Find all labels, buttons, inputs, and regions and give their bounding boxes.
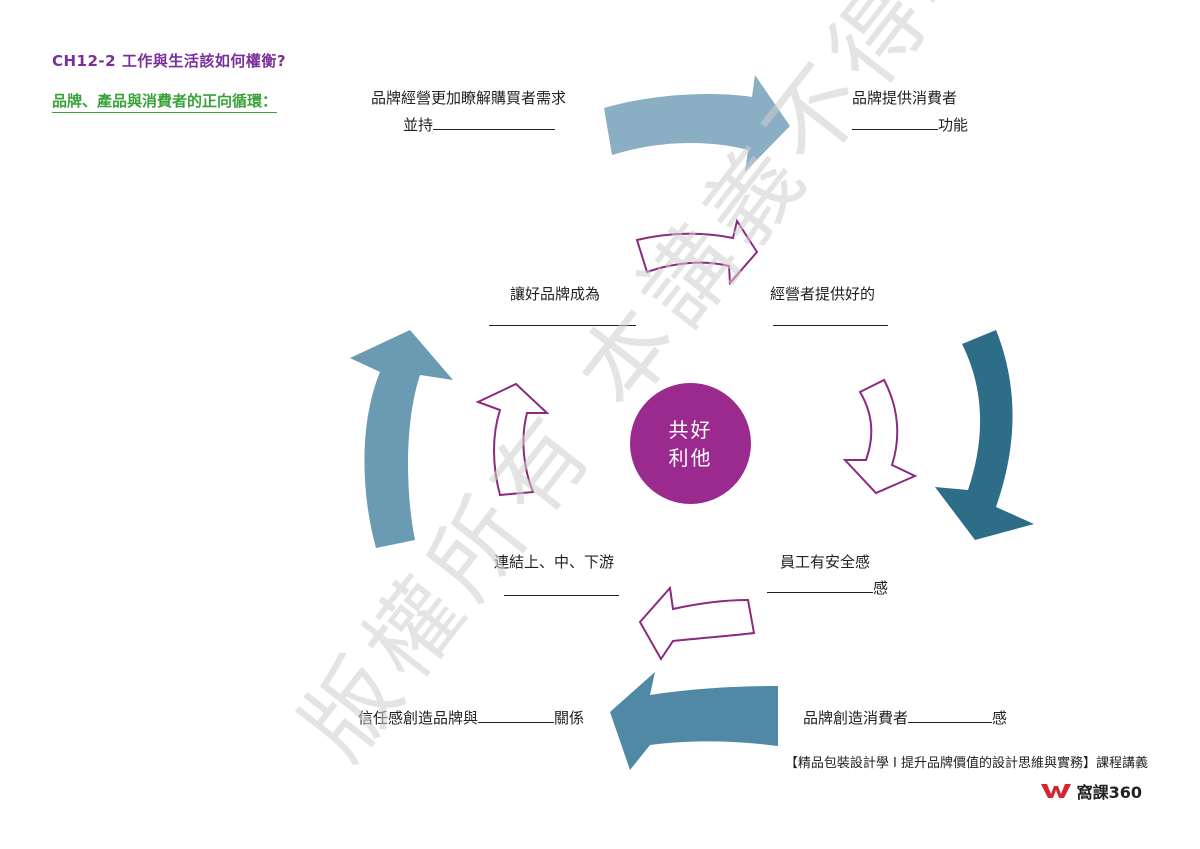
label-bottom-left-wrap: 信任感創造品牌與 關係 [358,707,584,728]
label-top-left-1: 品牌經營更加瞭解購買者需求 [371,89,567,107]
blank-line [433,115,556,130]
outer-arrow-top [604,75,790,172]
label-bottom-right-suffix: 感 [992,709,1008,727]
inner-arrow-right [842,378,918,495]
center-line-1: 共好 [668,417,713,442]
brand-name: 窩課360 [1076,783,1142,802]
label-top-right-2: 功能 [938,116,969,134]
label-top-left-2: 並持 [403,116,434,134]
chapter-title: CH12-2 工作與生活該如何權衡? [52,52,287,70]
label-inner-lower-right-suffix: 感 [873,579,889,597]
brand-logo: 窩課360 [1040,779,1142,803]
inner-arrow-left [475,382,550,497]
section-subtitle: 品牌、產品與消費者的正向循環： [52,90,278,113]
blank-line [908,708,993,723]
center-circle: 共好 利他 [630,383,751,504]
label-inner-upper-right: 經營者提供好的 [770,285,876,303]
blank-line-inner-upper-right [773,325,888,326]
label-top-right-2-wrap: 功能 [852,114,968,135]
label-top-left-2-wrap: 並持 [403,114,556,135]
inner-arrow-bottom [638,585,756,661]
blank-line-inner-upper-left [489,325,636,326]
w-logo-icon [1040,784,1071,798]
blank-line-inner-lower-left [504,595,619,596]
outer-arrow-right [935,330,1034,540]
label-bottom-right-wrap: 品牌創造消費者 感 [803,707,1007,728]
course-footer: 【精品包裝設計學 I 提升品牌價值的設計思維與實務】課程講義 [784,756,1148,771]
outer-arrow-bottom [610,672,778,770]
blank-line [852,115,938,130]
label-inner-lower-left: 連結上、中、下游 [494,553,615,571]
label-inner-lower-right-1: 員工有安全感 [780,553,871,571]
label-bottom-left-suffix: 關係 [554,709,585,727]
blank-line [478,708,555,723]
outer-arrow-left [350,330,453,548]
label-inner-lower-right-2-wrap: 感 [767,577,888,598]
label-bottom-right: 品牌創造消費者 [803,709,909,727]
label-inner-upper-left: 讓好品牌成為 [510,285,601,303]
blank-line [767,578,873,593]
label-top-right-1: 品牌提供消費者 [852,89,958,107]
label-bottom-left: 信任感創造品牌與 [358,709,479,727]
center-line-2: 利他 [668,445,713,470]
inner-arrow-top [635,218,759,286]
